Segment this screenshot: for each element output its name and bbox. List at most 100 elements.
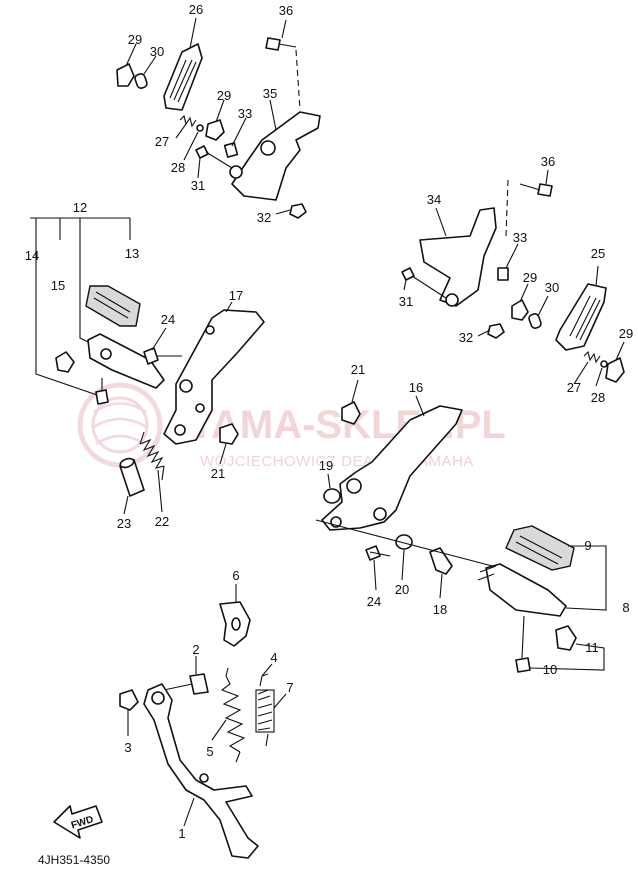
spring-22-hooks — [139, 431, 165, 481]
sidestand-part-1 — [143, 683, 259, 859]
footrest-25-grip-lines — [569, 295, 601, 341]
callout-10: 10 — [543, 662, 557, 677]
watermark-logo — [77, 382, 163, 468]
leader-11-10 — [529, 643, 605, 671]
bracket-part-17 — [163, 309, 265, 445]
rider-right-footrest-group — [315, 379, 607, 673]
assembly-guide-right — [505, 179, 509, 237]
assembly-guide-top — [295, 49, 301, 111]
callout-29-d: 29 — [619, 326, 633, 341]
callout-2: 2 — [192, 642, 199, 657]
leader-1 — [183, 797, 195, 827]
leader-29b — [215, 99, 225, 123]
leader-29d — [615, 341, 625, 361]
callout-36-right: 36 — [541, 154, 555, 169]
leader-28b — [595, 367, 603, 387]
bracket-part-35 — [231, 111, 321, 201]
rear-left-footrest-group — [116, 17, 321, 219]
fwd-arrow-icon — [53, 805, 103, 839]
leader-32b — [477, 329, 491, 337]
leader-35 — [269, 99, 277, 131]
bracket-34-boss — [445, 293, 459, 307]
assembly-axis-right — [315, 519, 501, 569]
bolt-10-shank — [521, 615, 525, 659]
spring-part-5 — [220, 675, 246, 753]
footrest-part-26 — [163, 43, 203, 111]
callout-20: 20 — [395, 582, 409, 597]
leader-24a — [151, 327, 167, 351]
pin-part-33-right — [497, 267, 509, 281]
callout-12: 12 — [73, 200, 87, 215]
leader-32a — [275, 209, 291, 215]
callout-1: 1 — [178, 826, 185, 841]
cap-part-29-d — [605, 357, 625, 383]
callout-35: 35 — [263, 86, 277, 101]
leader-22 — [157, 469, 163, 513]
callout-31-b: 31 — [399, 294, 413, 309]
bolt-part-10 — [515, 657, 531, 673]
callout-14: 14 — [25, 248, 39, 263]
callout-5: 5 — [206, 744, 213, 759]
leader-28a — [183, 131, 199, 161]
callout-31-a: 31 — [191, 178, 205, 193]
callout-25: 25 — [591, 246, 605, 261]
leader-36a — [281, 19, 287, 39]
callout-33-a: 33 — [238, 106, 252, 121]
nut-part-3 — [119, 689, 139, 711]
leader-25 — [595, 265, 599, 287]
sidestand-pivot — [151, 691, 165, 705]
leader-18 — [439, 573, 443, 599]
nut-part-32-right — [487, 323, 505, 339]
bracket-boss — [260, 140, 276, 156]
rider-left-footrest-group — [30, 217, 265, 515]
pin-part-33-top — [223, 142, 239, 158]
bracket-part-34 — [419, 207, 497, 307]
pin-part-30 — [134, 73, 148, 89]
damper-part-15 — [55, 351, 75, 373]
callout-numbers: 26 36 29 30 29 35 33 27 28 31 32 36 34 3… — [25, 2, 633, 841]
leader-34 — [435, 207, 447, 237]
leader-29c — [519, 283, 529, 303]
bracket-part-16 — [321, 405, 463, 531]
callout-6: 6 — [232, 568, 239, 583]
callout-3: 3 — [124, 740, 131, 755]
bolt-31b-shank — [411, 275, 447, 299]
washer-part-20 — [395, 534, 413, 550]
diagram-code: 4JH351-4350 — [38, 853, 110, 867]
washer-part-19 — [323, 488, 341, 504]
callout-26: 26 — [189, 2, 203, 17]
callout-7: 7 — [286, 680, 293, 695]
footpeg-rubber-ribs — [93, 291, 131, 319]
spring-5-hooks — [225, 667, 241, 763]
callout-23: 23 — [117, 516, 131, 531]
leader-14 — [35, 218, 101, 397]
bolt-2-shank — [163, 683, 193, 691]
leader-23 — [123, 495, 129, 515]
bolt-24b-shank — [369, 551, 391, 557]
leader-29a — [125, 43, 137, 67]
spring-part-7 — [257, 689, 273, 731]
spring-7-outline — [255, 689, 275, 733]
leader-33b — [505, 243, 519, 269]
leader-36b — [545, 169, 549, 185]
leader-17 — [225, 301, 233, 313]
footpeg-part-12 — [87, 333, 165, 389]
sidestand-spring-hook — [199, 773, 209, 783]
leader-26 — [189, 17, 197, 49]
leader-7 — [273, 693, 287, 709]
bracket-17-boss-1 — [179, 379, 193, 393]
callout-34: 34 — [427, 192, 441, 207]
leader-33a — [231, 117, 247, 147]
callout-27-a: 27 — [155, 134, 169, 149]
footpeg-rubber-9-ribs — [515, 535, 563, 565]
leader-19 — [327, 473, 331, 489]
callout-16: 16 — [409, 380, 423, 395]
bracket-16-boss — [346, 478, 362, 494]
callout-30-b: 30 — [545, 280, 559, 295]
bolt-31-shank — [205, 151, 233, 169]
callout-13: 13 — [125, 246, 139, 261]
leader-20 — [401, 549, 405, 581]
ball-part-28-right — [600, 360, 608, 368]
callout-15: 15 — [51, 278, 65, 293]
